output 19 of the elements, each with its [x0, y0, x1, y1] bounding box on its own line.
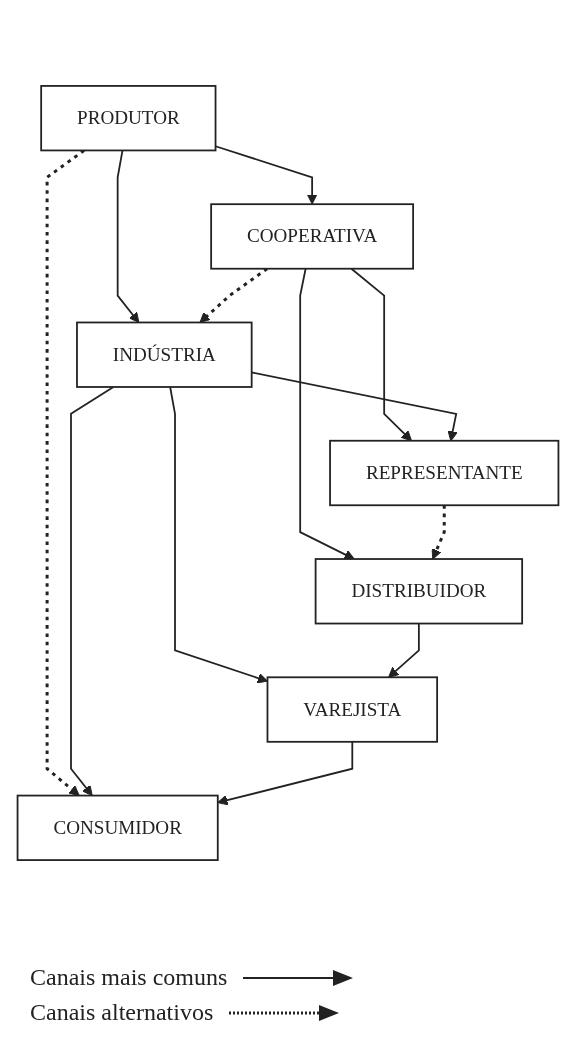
arrow	[70, 386, 115, 797]
node-box: INDÚSTRIA	[76, 321, 253, 388]
arrow	[45, 149, 85, 797]
node-box: VAREJISTA	[266, 676, 438, 743]
arrow	[299, 267, 355, 560]
legend-text: Canais alternativos	[30, 999, 214, 1026]
arrow	[116, 149, 140, 323]
arrow	[169, 386, 268, 684]
arrow	[431, 505, 446, 560]
arrow	[217, 740, 354, 806]
arrow	[199, 267, 268, 323]
node-box: CONSUMIDOR	[16, 794, 219, 861]
arrow	[388, 622, 420, 678]
node-box: REPRESENTANTE	[329, 439, 560, 507]
arrow	[350, 267, 412, 442]
node-box: COOPERATIVA	[210, 203, 414, 270]
legend-text: Canais mais comuns	[30, 964, 228, 991]
node-box: PRODUTOR	[40, 85, 217, 152]
node-box: DISTRIBUIDOR	[314, 558, 524, 625]
